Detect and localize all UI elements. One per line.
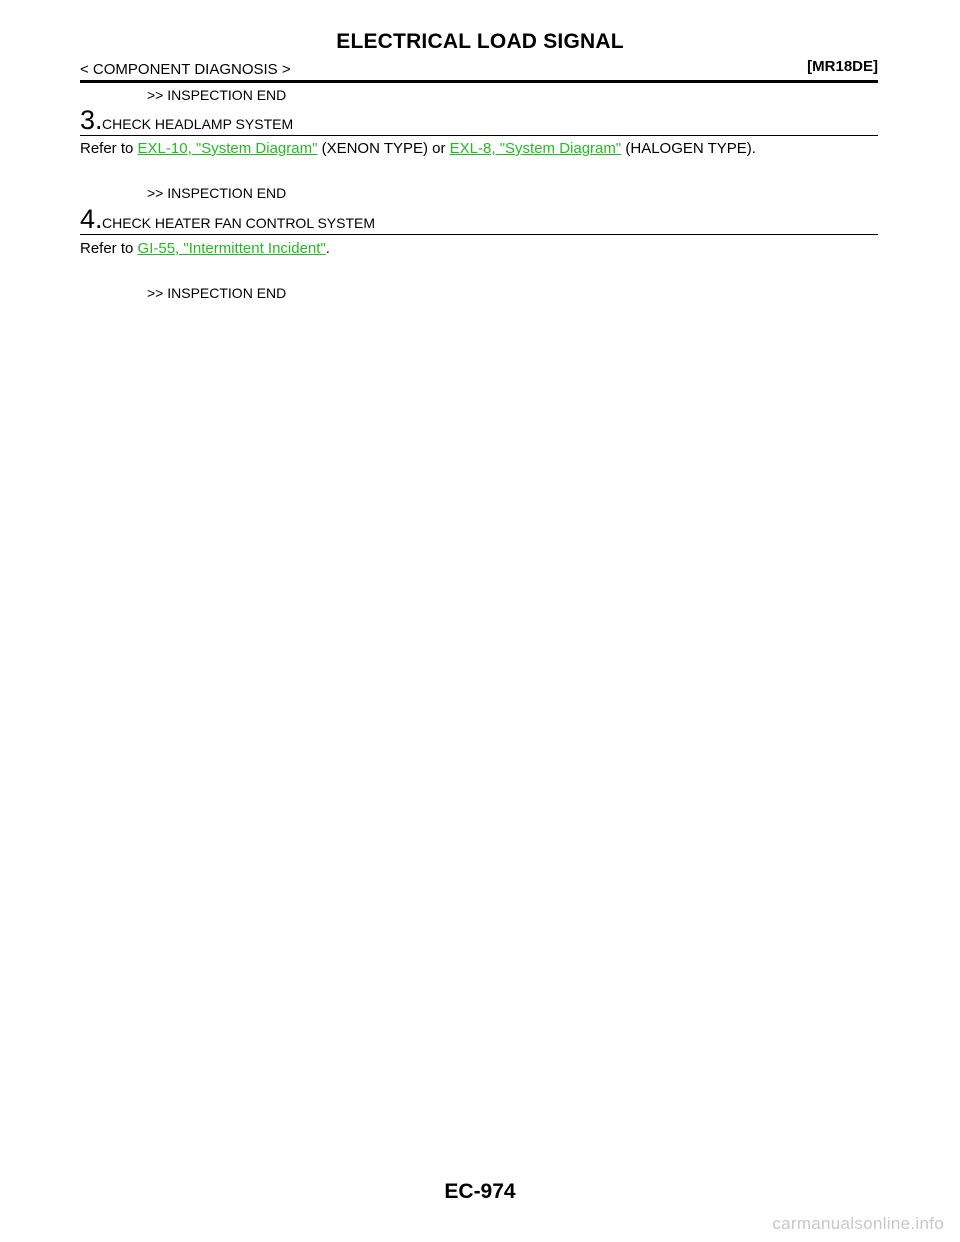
step-3-instruction: Refer to EXL-10, "System Diagram" (XENON… [80, 140, 756, 157]
link-exl-10-system-diagram[interactable]: EXL-10, "System Diagram" [137, 140, 318, 157]
header-divider [80, 80, 878, 83]
link-exl-8-system-diagram[interactable]: EXL-8, "System Diagram" [449, 140, 622, 157]
step-4-instruction: Refer to GI-55, "Intermittent Incident". [80, 240, 330, 257]
step-4-text-after: . [325, 240, 330, 257]
step-3-header: 3. CHECK HEADLAMP SYSTEM [80, 105, 878, 136]
step-4-heading: CHECK HEATER FAN CONTROL SYSTEM [102, 215, 376, 231]
link-gi-55-intermittent-incident[interactable]: GI-55, "Intermittent Incident" [137, 240, 326, 257]
watermark: carmanualsonline.info [772, 1214, 944, 1233]
step-4-number: 4. [80, 204, 103, 234]
step-3-text-after: (HALOGEN TYPE). [621, 140, 756, 157]
step-3-heading: CHECK HEADLAMP SYSTEM [102, 116, 294, 132]
step-4-text-before: Refer to [80, 240, 138, 257]
page-number: EC-974 [444, 1180, 516, 1203]
step-3-result: >> INSPECTION END [147, 185, 287, 201]
step-4-result: >> INSPECTION END [147, 285, 287, 301]
page-title: ELECTRICAL LOAD SIGNAL [336, 30, 624, 53]
previous-step-result: >> INSPECTION END [147, 87, 287, 103]
step-3-text-middle: (XENON TYPE) or [317, 140, 450, 157]
model-tag: [MR18DE] [807, 58, 878, 75]
step-3-text-before: Refer to [80, 140, 138, 157]
step-3-number: 3. [80, 105, 103, 135]
step-4-header: 4. CHECK HEATER FAN CONTROL SYSTEM [80, 204, 878, 235]
breadcrumb: < COMPONENT DIAGNOSIS > [80, 61, 291, 78]
